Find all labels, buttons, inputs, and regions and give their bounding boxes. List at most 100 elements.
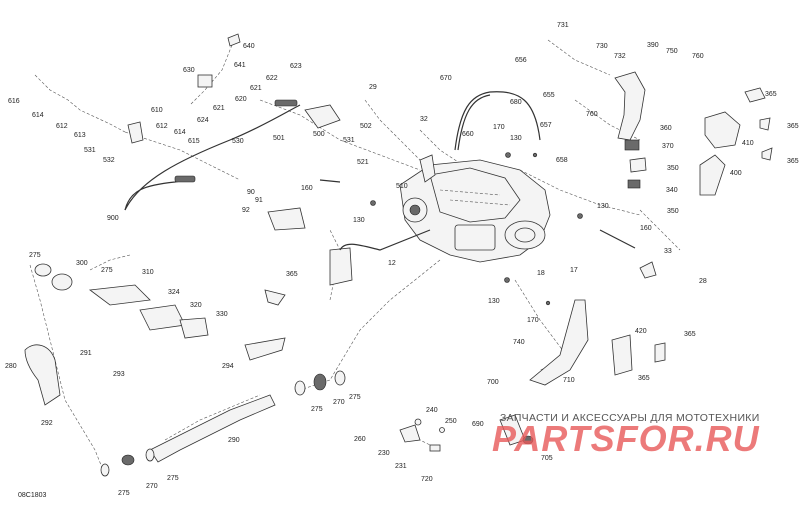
callout-700: 700	[487, 379, 499, 386]
callout-33: 33	[664, 248, 672, 255]
callout-230: 230	[378, 450, 390, 457]
fasteners	[319, 152, 657, 306]
callout-231: 231	[395, 463, 407, 470]
watermark-text: ЗАПЧАСТИ И АКСЕССУАРЫ ДЛЯ МОТОТЕХНИКИ	[500, 412, 760, 424]
callout-640: 640	[243, 43, 255, 50]
callout-160: 160	[301, 185, 313, 192]
callout-612b: 612	[156, 123, 168, 130]
callout-530: 530	[232, 138, 244, 145]
callout-280: 280	[5, 363, 17, 370]
callout-621: 621	[250, 85, 262, 92]
heat-shield-510	[419, 154, 436, 183]
callout-690: 690	[472, 421, 484, 428]
callout-170: 170	[493, 124, 505, 131]
callout-616: 616	[8, 98, 20, 105]
leader-lines	[29, 39, 681, 471]
callout-657: 657	[540, 122, 552, 129]
callout-28: 28	[699, 278, 707, 285]
callout-91: 91	[255, 197, 263, 204]
callout-410: 410	[742, 140, 754, 147]
callout-270b: 270	[146, 483, 158, 490]
callout-660: 660	[462, 131, 474, 138]
callout-130d: 130	[488, 298, 500, 305]
callout-12: 12	[388, 260, 396, 267]
callout-275d: 275	[349, 394, 361, 401]
callout-658: 658	[556, 157, 568, 164]
callout-365a: 365	[765, 91, 777, 98]
callout-350b: 350	[667, 208, 679, 215]
engine-assembly	[399, 159, 551, 263]
callout-365f: 365	[638, 375, 650, 382]
callout-290: 290	[228, 437, 240, 444]
callout-130: 130	[510, 135, 522, 142]
callout-330: 330	[216, 311, 228, 318]
callout-731: 731	[557, 22, 569, 29]
callout-90: 90	[247, 189, 255, 196]
bracket-500	[304, 104, 341, 129]
callout-624: 624	[197, 117, 209, 124]
callout-130b: 130	[353, 217, 365, 224]
throttle-cable	[124, 33, 301, 211]
callout-500: 500	[313, 131, 325, 138]
callout-292: 292	[41, 420, 53, 427]
callout-275e: 275	[118, 490, 130, 497]
callout-294: 294	[222, 363, 234, 370]
callout-365e: 365	[684, 331, 696, 338]
callout-720: 720	[421, 476, 433, 483]
callout-630: 630	[183, 67, 195, 74]
callout-29: 29	[369, 84, 377, 91]
callout-270a: 270	[333, 399, 345, 406]
hose-12	[329, 229, 431, 286]
diagram-code: 08C1803	[18, 492, 47, 499]
callout-612: 612	[56, 123, 68, 130]
callout-510: 510	[396, 183, 408, 190]
exhaust-parts	[24, 263, 286, 406]
callout-623: 623	[290, 63, 302, 70]
callout-900: 900	[107, 215, 119, 222]
callout-365b: 365	[787, 123, 799, 130]
callout-732: 732	[614, 53, 626, 60]
filter-parts	[699, 87, 773, 196]
callout-613: 613	[74, 132, 86, 139]
callout-620: 620	[235, 96, 247, 103]
callout-340: 340	[666, 187, 678, 194]
bracket-90	[267, 207, 306, 231]
callout-420: 420	[635, 328, 647, 335]
callout-160b: 160	[640, 225, 652, 232]
callout-760: 760	[692, 53, 704, 60]
callout-531b: 531	[343, 137, 355, 144]
callout-705: 705	[541, 455, 553, 462]
callout-365c: 365	[787, 158, 799, 165]
callout-622: 622	[266, 75, 278, 82]
callout-501: 501	[273, 135, 285, 142]
callout-521: 521	[357, 159, 369, 166]
callout-655: 655	[543, 92, 555, 99]
clamps	[294, 370, 346, 396]
callout-18: 18	[537, 270, 545, 277]
callout-92: 92	[242, 207, 250, 214]
callout-365d: 365	[286, 271, 298, 278]
callout-240: 240	[426, 407, 438, 414]
callout-614: 614	[32, 112, 44, 119]
callout-670: 670	[440, 75, 452, 82]
callout-17: 17	[570, 267, 578, 274]
duct-710	[529, 299, 666, 386]
callout-730: 730	[596, 43, 608, 50]
callout-360: 360	[660, 125, 672, 132]
intake-tube	[454, 91, 541, 151]
callout-275a: 275	[29, 252, 41, 259]
callout-370: 370	[662, 143, 674, 150]
callout-710: 710	[563, 377, 575, 384]
callout-293: 293	[113, 371, 125, 378]
callout-502: 502	[360, 123, 372, 130]
intake-duct-360	[614, 71, 647, 189]
callout-250: 250	[445, 418, 457, 425]
callout-740: 740	[513, 339, 525, 346]
watermark-logo: PARTSFOR.RU	[492, 418, 760, 459]
callout-641: 641	[234, 62, 246, 69]
callout-275f: 275	[167, 475, 179, 482]
callout-300: 300	[76, 260, 88, 267]
callout-400: 400	[730, 170, 742, 177]
callout-621b: 621	[213, 105, 225, 112]
callout-260: 260	[354, 436, 366, 443]
